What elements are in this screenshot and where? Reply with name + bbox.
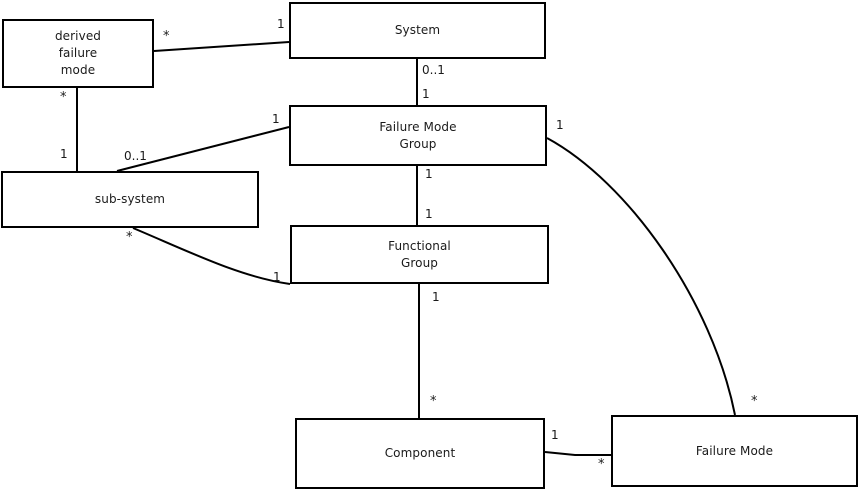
class-name-system: System bbox=[394, 23, 441, 37]
multiplicity-label: * bbox=[430, 394, 437, 409]
class-name-derived-failure-mode: derived failure mode bbox=[54, 29, 102, 77]
association-failure-mode-group-failure-mode bbox=[546, 137, 736, 416]
multiplicity-label: * bbox=[598, 457, 605, 472]
class-box-functional-group[interactable]: Functional Group bbox=[290, 225, 549, 284]
class-name-functional-group: Functional Group bbox=[388, 238, 451, 270]
association-sub-system-failure-mode-group bbox=[116, 126, 290, 172]
class-box-failure-mode[interactable]: Failure Mode bbox=[611, 415, 858, 487]
multiplicity-label: 0..1 bbox=[124, 149, 147, 163]
multiplicity-label: 1 bbox=[425, 207, 433, 221]
multiplicity-label: * bbox=[126, 230, 133, 245]
association-component-failure-mode bbox=[544, 451, 611, 456]
class-box-derived-failure-mode[interactable]: derived failure mode bbox=[2, 19, 154, 88]
multiplicity-label: 1 bbox=[422, 87, 430, 101]
class-box-component[interactable]: Component bbox=[295, 418, 545, 489]
multiplicity-label: 1 bbox=[273, 270, 281, 284]
multiplicity-label: 1 bbox=[425, 167, 433, 181]
class-name-failure-mode-group: Failure Mode Group bbox=[379, 119, 457, 151]
multiplicity-label: 1 bbox=[277, 17, 285, 31]
class-name-sub-system: sub-system bbox=[94, 192, 166, 206]
multiplicity-label: * bbox=[751, 394, 758, 409]
multiplicity-label: 1 bbox=[556, 118, 564, 132]
multiplicity-label: * bbox=[60, 90, 67, 105]
multiplicity-label: 0..1 bbox=[422, 63, 445, 77]
class-box-sub-system[interactable]: sub-system bbox=[1, 171, 259, 228]
multiplicity-label: 1 bbox=[551, 428, 559, 442]
multiplicity-label: 1 bbox=[432, 290, 440, 304]
association-sub-system-functional-group bbox=[132, 227, 291, 285]
multiplicity-label: 1 bbox=[60, 147, 68, 161]
association-derived-failure-mode-system bbox=[153, 41, 290, 52]
class-name-failure-mode: Failure Mode bbox=[695, 443, 774, 458]
class-name-component: Component bbox=[384, 446, 456, 460]
class-box-system[interactable]: System bbox=[289, 2, 546, 59]
class-box-failure-mode-group[interactable]: Failure Mode Group bbox=[289, 105, 547, 166]
multiplicity-label: 1 bbox=[272, 112, 280, 126]
multiplicity-label: * bbox=[163, 29, 170, 44]
